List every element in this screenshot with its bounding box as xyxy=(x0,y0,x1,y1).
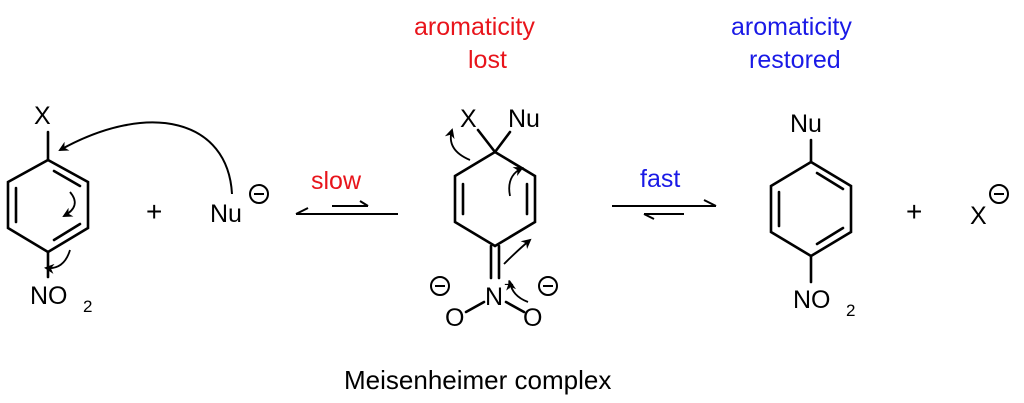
nucleophile-attack-arrow xyxy=(58,121,233,195)
reactant-inner-bond xyxy=(52,222,82,242)
svg-text:NO: NO xyxy=(30,282,68,310)
curly-arrow-ring xyxy=(508,167,524,197)
product-nu-label: Nu xyxy=(790,110,822,138)
x-anion-label: X xyxy=(970,202,987,230)
curly-arrow-oxygen xyxy=(506,280,529,303)
aromaticity-lost-line2: lost xyxy=(468,46,507,74)
product-nitro-label: NO 2 xyxy=(793,286,855,320)
slow-label: slow xyxy=(311,167,362,195)
reactant-nitro-label: NO 2 xyxy=(30,282,92,316)
curly-arrow-nitro xyxy=(503,238,532,265)
product-substituted-nitrobenzene: Nu NO 2 xyxy=(769,110,855,320)
ring-electron-arrow xyxy=(44,249,71,274)
product-benzene-ring xyxy=(769,160,853,258)
svg-text:2: 2 xyxy=(83,297,92,316)
nucleophile: Nu xyxy=(210,184,269,228)
svg-text:NO: NO xyxy=(793,286,831,314)
meisenheimer-complex: X Nu N + O O xyxy=(430,105,558,332)
aromaticity-lost-line1: aromaticity xyxy=(414,13,535,41)
curly-arrow-x-leaving xyxy=(444,128,471,161)
reactant-x-label: X xyxy=(34,102,51,130)
reactant-benzene-ring xyxy=(6,158,90,254)
cyclohexadienyl-ring xyxy=(453,150,537,248)
svg-text:2: 2 xyxy=(846,301,855,320)
reactant-inner-bond xyxy=(52,169,82,188)
equilibrium-arrow-1 xyxy=(295,200,398,215)
equilibrium-arrow-2 xyxy=(612,199,717,220)
fast-label: fast xyxy=(640,165,680,193)
plus-sign: + xyxy=(146,196,162,227)
negative-charge-icon xyxy=(249,184,269,204)
leaving-group: X xyxy=(970,184,1009,230)
negative-charge-icon xyxy=(989,184,1009,204)
negative-charge-icon xyxy=(538,276,558,296)
intermediate-x-label: X xyxy=(460,105,477,133)
nu-label: Nu xyxy=(210,200,242,228)
nitronate-n-label: N xyxy=(485,283,503,311)
reactant-aryl-halide: X NO 2 xyxy=(6,102,92,316)
intermediate-nu-label: Nu xyxy=(508,105,540,133)
nitronate-o-right: O xyxy=(523,304,542,332)
plus-sign: + xyxy=(906,196,922,227)
ring-electron-arrow xyxy=(62,191,76,217)
nitronate-o-left: O xyxy=(445,304,464,332)
aromaticity-restored-line1: aromaticity xyxy=(731,13,852,41)
aromaticity-restored-line2: restored xyxy=(749,46,841,74)
negative-charge-icon xyxy=(430,276,450,296)
caption: Meisenheimer complex xyxy=(344,365,611,395)
